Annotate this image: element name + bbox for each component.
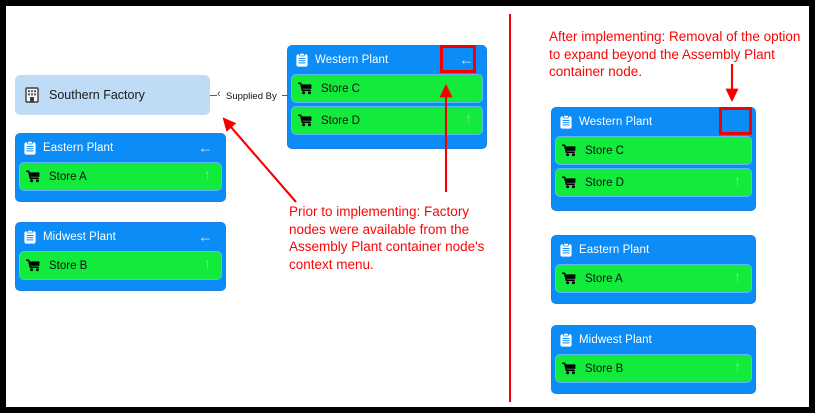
store-label: Store D (321, 114, 360, 127)
node-store-a-left[interactable]: Store A ↑ (19, 162, 222, 191)
clipboard-icon (560, 333, 572, 347)
collapse-left-arrow-icon[interactable]: ← (197, 139, 213, 157)
plant-label: Western Plant (579, 116, 653, 128)
clipboard-icon (24, 141, 36, 155)
annotation-prior-to-implementing: Prior to implementing: Factory nodes wer… (289, 204, 485, 272)
building-icon (25, 87, 39, 103)
cart-icon (562, 176, 577, 189)
cart-icon (26, 170, 41, 183)
edge-line-supplied-by-right (282, 95, 290, 96)
expand-up-arrow-icon[interactable]: ↑ (734, 268, 741, 284)
node-midwest-plant-right[interactable]: Midwest Plant Store B ↑ (551, 325, 756, 394)
store-label: Store D (585, 176, 624, 189)
factory-label: Southern Factory (49, 88, 145, 102)
node-eastern-plant-right[interactable]: Eastern Plant Store A ↑ (551, 235, 756, 304)
plant-header-midwest-left[interactable]: Midwest Plant ← (19, 226, 222, 248)
plant-header-western-right[interactable]: Western Plant (555, 111, 752, 133)
node-store-b-left[interactable]: Store B ↑ (19, 251, 222, 280)
node-store-c-right[interactable]: Store C (555, 136, 752, 165)
cart-icon (298, 114, 313, 127)
expand-up-arrow-icon[interactable]: ↑ (465, 110, 472, 126)
edge-label-supplied-by: Supplied By (226, 91, 277, 102)
edge-line-supplied-by (210, 95, 220, 96)
highlight-box-right-removed-arrow (719, 107, 752, 135)
collapse-left-arrow-icon[interactable]: ← (458, 51, 474, 69)
store-label: Store C (321, 82, 360, 95)
panel-divider (509, 14, 511, 402)
plant-label: Western Plant (315, 54, 389, 66)
plant-header-eastern-right[interactable]: Eastern Plant (555, 239, 752, 261)
expand-up-arrow-icon[interactable]: ↑ (204, 166, 211, 182)
cart-icon (298, 82, 313, 95)
node-western-plant-left[interactable]: Western Plant ← Store C (287, 45, 487, 149)
annotation-after-implementing: After implementing: Removal of the optio… (549, 29, 801, 79)
plant-header-midwest-right[interactable]: Midwest Plant (555, 329, 752, 351)
collapse-left-arrow-icon[interactable]: ← (197, 228, 213, 246)
cart-icon (26, 259, 41, 272)
node-southern-factory[interactable]: Southern Factory (15, 75, 210, 115)
store-label: Store B (49, 259, 88, 272)
expand-up-arrow-icon[interactable]: ↑ (204, 255, 211, 271)
plant-label: Eastern Plant (579, 244, 650, 256)
node-store-b-right[interactable]: Store B ↑ (555, 354, 752, 383)
node-midwest-plant-left[interactable]: Midwest Plant ← Store B ↑ (15, 222, 226, 291)
store-label: Store A (585, 272, 623, 285)
plant-header-eastern-left[interactable]: Eastern Plant ← (19, 137, 222, 159)
expand-up-arrow-icon[interactable]: ↑ (734, 358, 741, 374)
cart-icon (562, 362, 577, 375)
cart-icon (562, 272, 577, 285)
plant-label: Eastern Plant (43, 142, 114, 154)
clipboard-icon (560, 115, 572, 129)
node-eastern-plant-left[interactable]: Eastern Plant ← Store A ↑ (15, 133, 226, 202)
edge-arrowhead-supplied-by: ‹ (217, 88, 221, 100)
expand-up-arrow-icon[interactable]: ↑ (734, 172, 741, 188)
plant-header-western-left[interactable]: Western Plant ← (291, 49, 483, 71)
cart-icon (562, 144, 577, 157)
clipboard-icon (296, 53, 308, 67)
node-store-c-left[interactable]: Store C (291, 74, 483, 103)
store-label: Store A (49, 170, 87, 183)
store-label: Store C (585, 144, 624, 157)
node-store-a-right[interactable]: Store A ↑ (555, 264, 752, 293)
highlight-box-left-collapse-arrow (440, 45, 476, 73)
store-label: Store B (585, 362, 624, 375)
plant-label: Midwest Plant (43, 231, 116, 243)
node-store-d-left[interactable]: Store D ↑ (291, 106, 483, 135)
node-store-d-right[interactable]: Store D ↑ (555, 168, 752, 197)
plant-label: Midwest Plant (579, 334, 652, 346)
clipboard-icon (560, 243, 572, 257)
diagram-canvas: Southern Factory ‹ Supplied By Western P (6, 6, 809, 407)
clipboard-icon (24, 230, 36, 244)
